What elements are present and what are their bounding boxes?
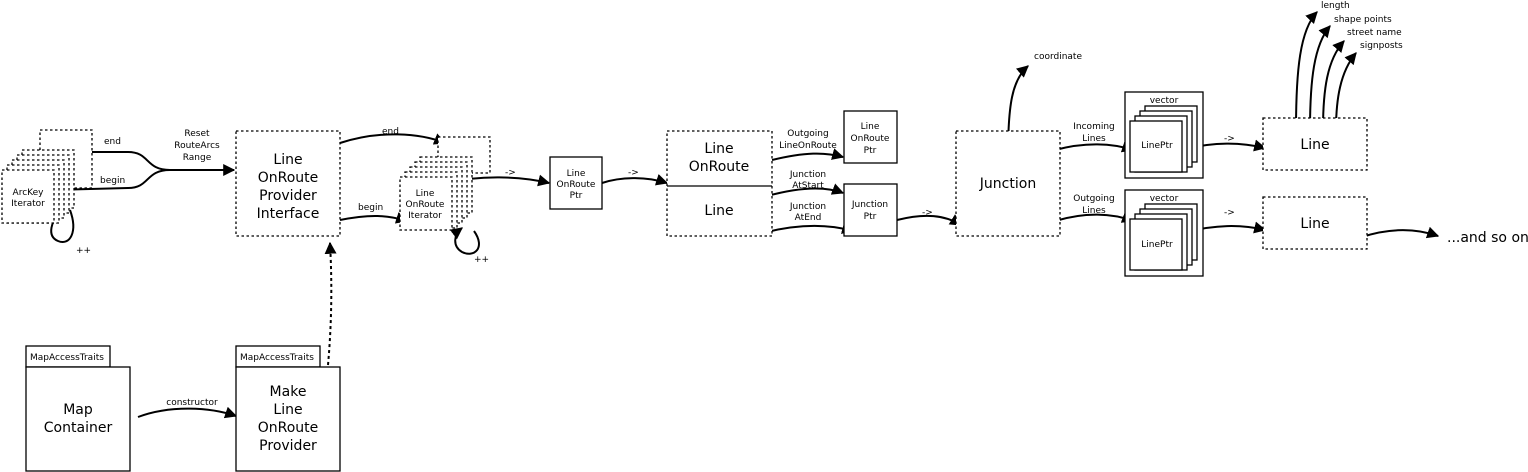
junction-at-end-label-1: Junction (789, 202, 826, 212)
provider-interface-label-2: OnRoute (258, 170, 319, 186)
edge-label-deref-4: -> (1224, 134, 1235, 144)
junction-at-start-label-1: Junction (789, 170, 826, 180)
coordinate-label: coordinate (1034, 52, 1082, 62)
edge-label-begin-left: begin (100, 176, 125, 186)
vector-top (1124, 91, 1204, 179)
incoming-lines-label-1: Incoming (1073, 122, 1115, 132)
edge-label-deref-5: -> (1224, 208, 1235, 218)
outgoing-label-2: LineOnRoute (779, 141, 837, 151)
outgoing-lines-label-2: Lines (1082, 206, 1106, 216)
edge-interface-end (339, 133, 447, 145)
junction-ptr-box (843, 183, 898, 237)
provider-interface-box (235, 130, 341, 237)
edge-attr-length (1295, 11, 1318, 131)
line-top-box (1262, 117, 1368, 171)
line-on-route-bottom-label: Line (704, 203, 733, 219)
junction-label: Junction (979, 176, 1036, 192)
edge-incoming-lines (1054, 140, 1135, 153)
vector-top-title: vector (1150, 96, 1179, 106)
map-container-label-1: Map (63, 402, 93, 418)
junction-at-start-label-2: AtStart (792, 181, 824, 191)
line-bottom-box (1262, 196, 1368, 250)
junction-box (955, 130, 1061, 237)
vector-top-item: LinePtr (1141, 141, 1173, 151)
lor-iterator-label-3: Iterator (408, 211, 442, 221)
edge-traits-to-interface (324, 241, 337, 366)
make-provider-tab-label: MapAccessTraits (240, 353, 314, 363)
line-attr-street-name: street name (1347, 28, 1402, 38)
edge-attr-shape-points (1309, 25, 1331, 131)
edge-label-deref-1: -> (505, 168, 516, 178)
vector-bottom (1124, 189, 1204, 277)
reset-label-2: RouteArcs (174, 141, 220, 151)
edge-interface-begin (339, 212, 409, 224)
edge-begin-to-reset (51, 169, 171, 191)
provider-interface-label-1: Line (273, 152, 302, 168)
make-provider-label-3: OnRoute (258, 420, 319, 436)
make-provider-label-1: Make (270, 384, 307, 400)
edges (48, 11, 1440, 419)
outgoing-ptr-label-3: Ptr (864, 146, 877, 156)
lor-iterator-increment-label: ++ (474, 255, 489, 265)
map-container-tab-label: MapAccessTraits (30, 353, 104, 363)
line-on-route-ptr-box (549, 156, 603, 210)
edge-end-to-reset (92, 151, 171, 171)
map-container-label-2: Container (44, 420, 113, 436)
edge-label-deref-2: -> (628, 168, 639, 178)
line-top-label: Line (1300, 137, 1329, 153)
lor-iterator-label-2: OnRoute (406, 200, 445, 210)
map-container-box (25, 366, 131, 472)
lor-ptr-label-1: Line (567, 169, 586, 179)
provider-interface-label-4: Interface (257, 206, 320, 222)
edge-constructor (137, 406, 238, 419)
line-on-route-top-label-2: OnRoute (689, 159, 750, 175)
edge-and-so-on (1361, 226, 1440, 239)
line-on-route-box (666, 130, 773, 237)
arc-key-increment-label: ++ (76, 246, 91, 256)
arc-key-iterator-label-2: Iterator (11, 199, 45, 209)
line-attr-length: length (1321, 1, 1350, 11)
outgoing-ptr-label-2: OnRoute (851, 134, 890, 144)
make-provider-label-2: Line (273, 402, 302, 418)
line-bottom-label: Line (1300, 216, 1329, 232)
edge-lor-iterator-increment-loop (449, 227, 480, 255)
edge-ptr-to-lineonroute (601, 174, 669, 186)
arc-key-iterator-label-1: ArcKey (13, 188, 45, 198)
edge-label-begin-interface: begin (358, 203, 383, 213)
make-provider-label-4: Provider (259, 438, 317, 454)
outgoing-label-1: Outgoing (787, 129, 828, 139)
reset-label-3: Range (183, 153, 212, 163)
outgoing-lines-label-1: Outgoing (1073, 194, 1114, 204)
junction-ptr-label-1: Junction (851, 200, 888, 210)
and-so-on-label: ...and so on (1447, 230, 1528, 246)
arc-key-iterator-stack (1, 149, 75, 224)
outgoing-ptr-box (843, 110, 898, 164)
vector-bottom-title: vector (1150, 194, 1179, 204)
line-attr-signposts: signposts (1360, 41, 1403, 51)
vector-bottom-item: LinePtr (1141, 240, 1173, 250)
edge-junction-at-end (766, 222, 855, 234)
edge-label-constructor: constructor (166, 398, 218, 408)
lor-iterator-label-1: Line (416, 189, 435, 199)
line-attr-shape-points: shape points (1334, 15, 1392, 25)
edge-junction-at-start (766, 183, 845, 197)
junction-ptr-label-2: Ptr (864, 212, 877, 222)
edge-label-end-interface: end (382, 127, 399, 137)
edge-label-end-left: end (104, 137, 121, 147)
provider-interface-label-3: Provider (259, 188, 317, 204)
lor-iterator-stack (399, 156, 473, 231)
incoming-lines-label-2: Lines (1082, 134, 1106, 144)
reset-label-1: Reset (184, 129, 210, 139)
junction-at-end-label-2: AtEnd (795, 213, 822, 223)
edge-label-deref-3: -> (922, 208, 933, 218)
lor-ptr-label-2: OnRoute (557, 180, 596, 190)
outgoing-ptr-label-1: Line (861, 122, 880, 132)
edge-outgoing-lineonroute (771, 148, 845, 161)
lor-ptr-label-3: Ptr (570, 191, 583, 201)
line-on-route-top-label-1: Line (704, 141, 733, 157)
make-provider-box (235, 366, 341, 472)
